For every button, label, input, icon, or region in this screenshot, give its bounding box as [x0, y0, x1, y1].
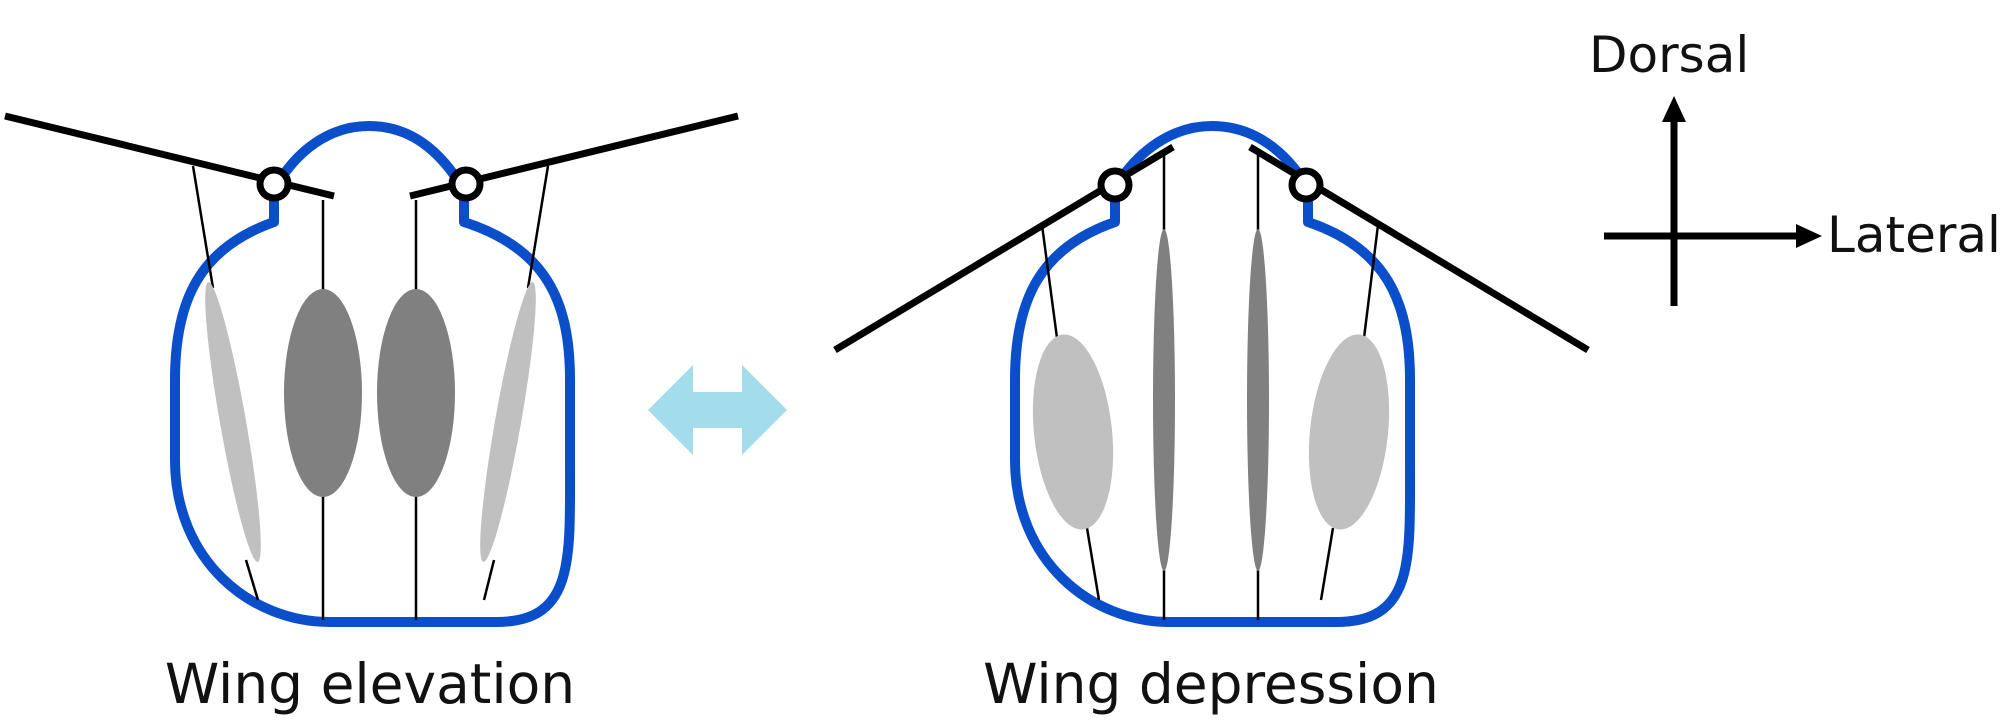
- elevation-central-muscle-left: [284, 289, 362, 497]
- elevation-tendons: [191, 165, 550, 620]
- depression-caption: Wing depression: [983, 652, 1439, 716]
- dorsal-label: Dorsal: [1589, 26, 1750, 84]
- depression-panel: [833, 121, 1590, 627]
- lateral-label: Lateral: [1827, 206, 2001, 264]
- elevation-hinge-right: [448, 166, 484, 202]
- elevation-caption: Wing elevation: [164, 652, 576, 716]
- depression-central-muscle-left: [1153, 229, 1175, 571]
- depression-thorax-outline: [1010, 121, 1416, 627]
- depression-central-muscle-right: [1247, 229, 1269, 571]
- depression-tendons: [1040, 150, 1380, 620]
- depression-hinge-right: [1288, 167, 1324, 203]
- elevation-hinge-left: [256, 166, 292, 202]
- depression-lateral-muscle-left: [1032, 334, 1114, 530]
- double-arrow-icon: [648, 365, 787, 455]
- dorsal-arrowhead-icon: [1662, 96, 1686, 122]
- orientation-axes-icon: [1604, 96, 1822, 306]
- elevation-central-muscle-right: [377, 289, 455, 497]
- elevation-lateral-muscle-left: [205, 282, 261, 562]
- elevation-panel: [4, 112, 739, 627]
- depression-lateral-muscle-right: [1308, 334, 1390, 530]
- lateral-arrowhead-icon: [1796, 224, 1822, 248]
- depression-hinge-left: [1097, 167, 1133, 203]
- elevation-thorax-outline: [170, 121, 576, 627]
- elevation-lateral-muscle-right: [480, 282, 536, 562]
